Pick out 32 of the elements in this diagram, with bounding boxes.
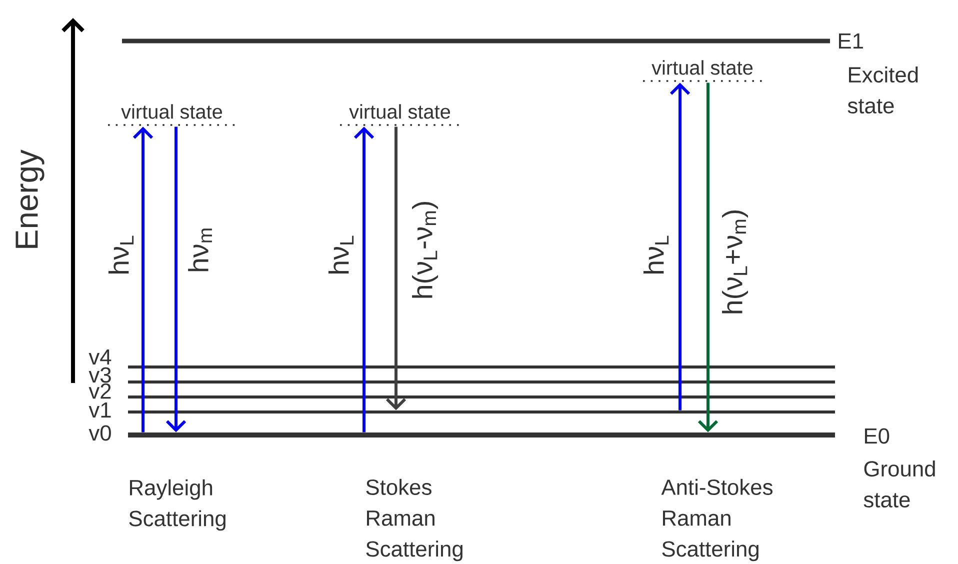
node-label: v4 [88, 349, 112, 365]
arrow [132, 126, 154, 432]
node-label: E0 [865, 428, 890, 444]
edge-label: hν$_{m}$ [188, 228, 212, 272]
scattering-label: Stokes Raman Scattering [366, 478, 462, 562]
node-label: Excited state [848, 66, 918, 114]
node-label: Ground state [864, 460, 935, 508]
arrow [166, 126, 186, 432]
axis-label: Energy [16, 150, 44, 248]
edge-label: hν$_{L}$ [643, 236, 669, 274]
edge-label: h(ν$_{L}$+ν$_{m}$) [722, 210, 748, 314]
node-label: v0 [88, 425, 111, 441]
node-label: v3 [88, 367, 111, 383]
virtual-state: virtual state [108, 104, 236, 126]
node-label: E1 [839, 33, 863, 49]
edge-label: hν$_{L}$ [328, 236, 354, 274]
edge-label: hν$_{L}$ [108, 236, 134, 274]
energy-level: v2 [88, 383, 835, 399]
arrow [386, 126, 406, 410]
energy-level: v4 [88, 349, 835, 368]
energy-level: v1 [88, 402, 835, 418]
node-label: v1 [88, 402, 111, 418]
scattering-label: Anti-Stokes Raman Scattering [661, 478, 772, 562]
edge-label: h(ν$_{L}$-ν$_{m}$) [412, 202, 438, 298]
virtual-state: virtual state [340, 104, 460, 126]
arrow [698, 82, 718, 432]
energy-level: v3 [88, 367, 835, 384]
node-label: v2 [88, 383, 111, 399]
arrow [354, 126, 374, 432]
virtual-state: virtual state [643, 60, 762, 82]
scattering-label: Rayleigh Scattering [129, 479, 226, 531]
arrow [670, 82, 690, 410]
